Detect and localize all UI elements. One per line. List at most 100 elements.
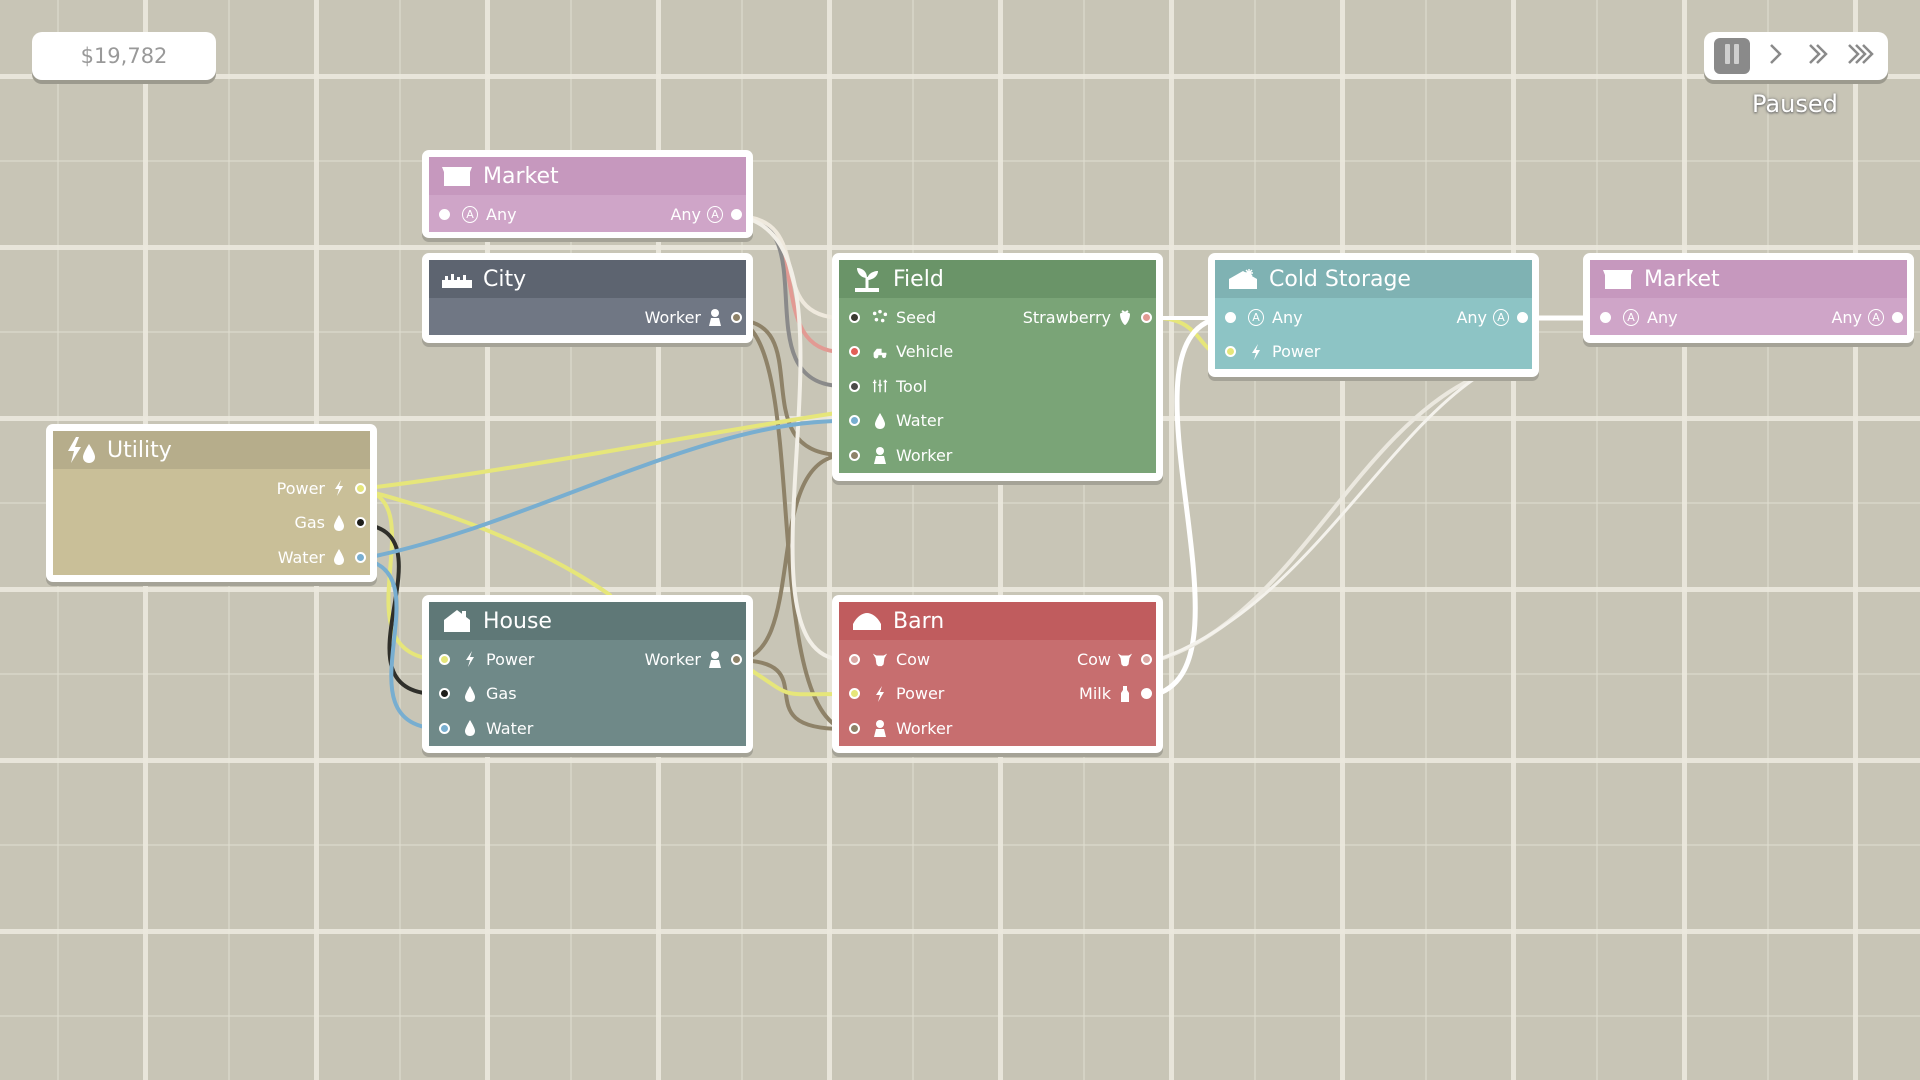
market-node-2[interactable]: Market A Any Any A xyxy=(1583,253,1914,343)
simulation-status: Paused xyxy=(1752,90,1838,118)
node-title: Utility xyxy=(107,437,172,463)
output-port-cow[interactable] xyxy=(1141,653,1152,665)
fastest-forward-button[interactable] xyxy=(1843,38,1879,74)
output-port-worker[interactable] xyxy=(731,311,742,323)
utility-node[interactable]: Utility Power Gas Water xyxy=(46,424,377,582)
input-port-cow[interactable] xyxy=(849,653,860,665)
play-button[interactable] xyxy=(1757,38,1793,74)
cold-storage-icon xyxy=(1227,265,1259,293)
input-port-vehicle[interactable] xyxy=(849,346,860,358)
worker-icon xyxy=(707,308,723,327)
input-port-power[interactable] xyxy=(1225,346,1236,358)
barn-node[interactable]: Barn Cow Cow xyxy=(832,595,1163,753)
input-port-seed[interactable] xyxy=(849,311,860,323)
wire-utility-power-to-field[interactable] xyxy=(358,410,845,491)
input-label-water: Water xyxy=(486,718,534,738)
node-row: Water xyxy=(53,540,370,575)
output-port-any[interactable] xyxy=(1517,311,1528,323)
output-port-power[interactable] xyxy=(355,482,366,494)
node-header[interactable]: Market xyxy=(429,157,746,195)
pause-button[interactable] xyxy=(1713,38,1750,74)
wire-barn-cow-to-coldstorage[interactable] xyxy=(1155,378,1472,662)
output-label-worker: Worker xyxy=(644,649,701,669)
market-icon xyxy=(1602,265,1634,293)
fastest-forward-icon xyxy=(1846,41,1876,71)
node-row: Seed Strawberry xyxy=(839,300,1156,335)
wire-barn-cow-to-market2[interactable] xyxy=(1155,373,1482,662)
cold-storage-node[interactable]: Cold Storage A Any Any A Power xyxy=(1208,253,1539,377)
input-label-worker: Worker xyxy=(896,445,953,465)
sprout-icon xyxy=(851,265,883,293)
input-port-worker[interactable] xyxy=(849,722,860,734)
worker-icon xyxy=(707,650,723,669)
wire-utility-water-to-field-water[interactable] xyxy=(358,418,845,561)
output-port-worker[interactable] xyxy=(731,653,742,665)
output-port-gas[interactable] xyxy=(355,517,366,529)
any-icon: A xyxy=(1623,308,1639,326)
input-port-any[interactable] xyxy=(1600,311,1611,323)
input-label-tool: Tool xyxy=(896,376,928,396)
node-body: Worker xyxy=(429,298,746,335)
output-port-water[interactable] xyxy=(355,551,366,563)
strawberry-icon xyxy=(1117,308,1133,326)
input-port-any[interactable] xyxy=(1225,311,1236,323)
node-row: Gas xyxy=(53,506,370,541)
input-port-power[interactable] xyxy=(439,653,450,665)
node-header[interactable]: Market xyxy=(1590,260,1907,298)
node-row: Gas xyxy=(429,677,746,712)
play-icon xyxy=(1764,41,1786,71)
input-port-water[interactable] xyxy=(439,722,450,734)
any-icon: A xyxy=(707,205,723,223)
node-header[interactable]: Field xyxy=(839,260,1156,298)
node-row: Tool xyxy=(839,369,1156,404)
input-port-any[interactable] xyxy=(439,208,450,220)
node-title: Market xyxy=(483,163,559,189)
house-node[interactable]: House Power Worker xyxy=(422,595,753,753)
node-header[interactable]: Cold Storage xyxy=(1215,260,1532,298)
node-row: Cow Cow xyxy=(839,642,1156,677)
input-label-any: Any xyxy=(1272,307,1303,327)
output-port-any[interactable] xyxy=(1892,311,1903,323)
field-node[interactable]: Field Seed Strawberry xyxy=(832,253,1163,481)
house-icon xyxy=(441,607,473,635)
input-label-power: Power xyxy=(896,684,945,704)
node-title: Field xyxy=(893,266,944,292)
output-label-gas: Gas xyxy=(294,513,325,533)
node-row: A Any Any A xyxy=(1590,300,1907,335)
gas-drop-icon xyxy=(462,685,478,703)
input-port-tool[interactable] xyxy=(849,380,860,392)
input-label-seed: Seed xyxy=(896,307,936,327)
worker-icon xyxy=(872,446,888,465)
wire-utility-power-to-house-top[interactable] xyxy=(358,487,612,597)
output-port-any[interactable] xyxy=(731,208,742,220)
node-header[interactable]: Utility xyxy=(53,431,370,469)
node-body: Power Worker Gas xyxy=(429,640,746,746)
output-port-strawberry[interactable] xyxy=(1141,311,1152,323)
node-row: Water xyxy=(839,404,1156,439)
input-label-any: Any xyxy=(486,204,517,224)
input-port-gas[interactable] xyxy=(439,688,450,700)
fast-forward-button[interactable] xyxy=(1800,38,1836,74)
any-icon: A xyxy=(1248,308,1264,326)
input-label-any: Any xyxy=(1647,307,1678,327)
lightning-icon xyxy=(872,685,888,703)
node-title: City xyxy=(483,266,527,292)
money-label: $19,782 xyxy=(80,44,168,68)
city-node[interactable]: City Worker xyxy=(422,253,753,343)
node-body: Power Gas Water xyxy=(53,469,370,575)
output-label-power: Power xyxy=(276,478,325,498)
node-header[interactable]: City xyxy=(429,260,746,298)
water-drop-icon xyxy=(872,412,888,430)
node-header[interactable]: House xyxy=(429,602,746,640)
speed-controls xyxy=(1704,32,1888,80)
market-node-1[interactable]: Market A Any Any A xyxy=(422,150,753,238)
input-port-water[interactable] xyxy=(849,415,860,427)
node-row: Worker xyxy=(839,711,1156,746)
output-port-milk[interactable] xyxy=(1141,688,1152,700)
milk-bottle-icon xyxy=(1117,685,1133,703)
node-header[interactable]: Barn xyxy=(839,602,1156,640)
input-port-worker[interactable] xyxy=(849,449,860,461)
node-body: Cow Cow Power Milk xyxy=(839,640,1156,746)
barn-icon xyxy=(851,607,883,635)
input-port-power[interactable] xyxy=(849,688,860,700)
